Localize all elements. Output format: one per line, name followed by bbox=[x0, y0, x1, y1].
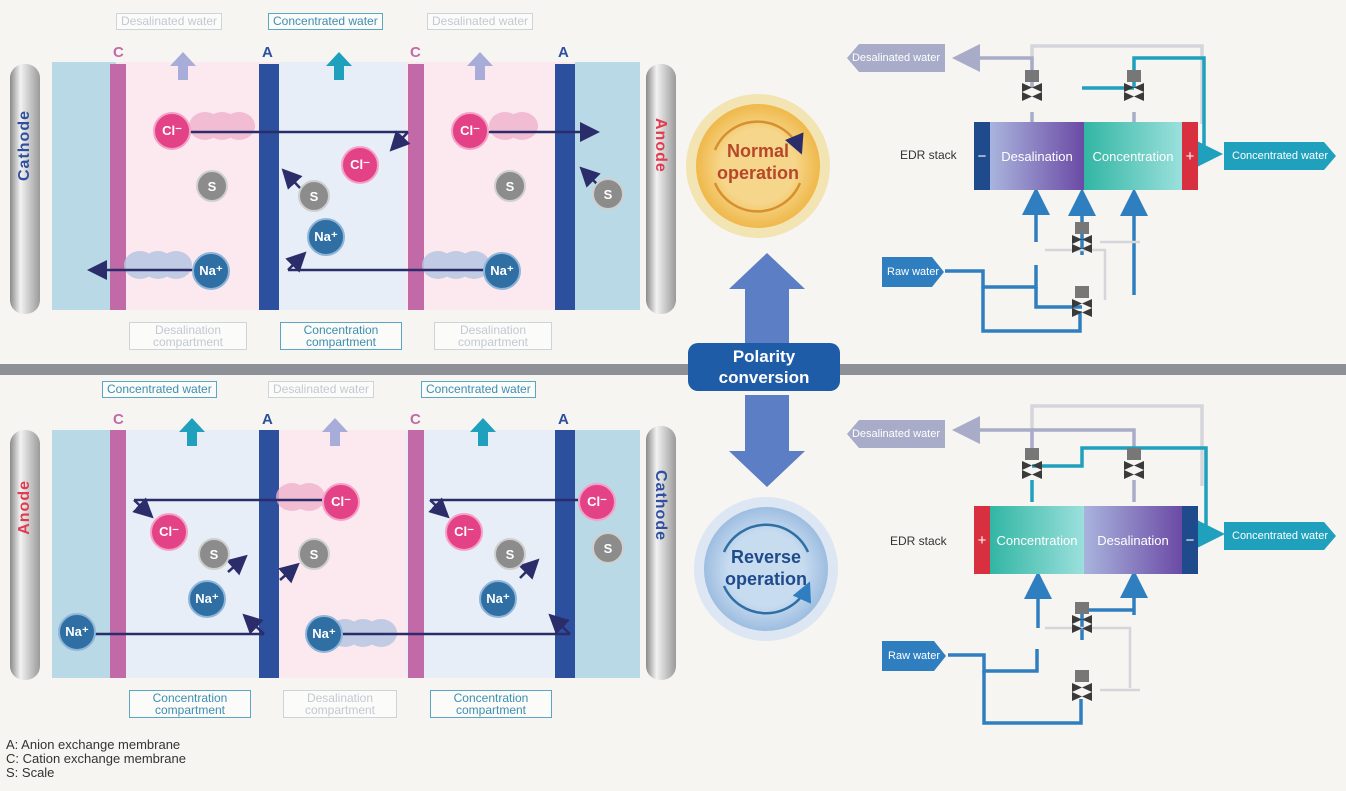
top-electrode-left: Cathode bbox=[16, 110, 33, 181]
ion-na: Na⁺ bbox=[479, 580, 517, 618]
top-membrane-a2: A bbox=[558, 44, 569, 61]
schematic-bottom-sign-left: + bbox=[977, 531, 987, 549]
schematic-bottom-raw-water: Raw water bbox=[882, 641, 946, 671]
polarity-conversion-label: Polarity conversion bbox=[718, 347, 810, 387]
bottom-membrane-c2: C bbox=[410, 411, 421, 428]
schematic-bottom-stack-label: EDR stack bbox=[890, 534, 947, 548]
top-compartment-2: Concentration compartment bbox=[280, 322, 402, 350]
ion-scale: S bbox=[592, 178, 624, 210]
schematic-top-sign-left: − bbox=[977, 147, 987, 165]
legend: A: Anion exchange membrane C: Cation exc… bbox=[6, 738, 186, 780]
bottom-compartment-1: Concentration compartment bbox=[129, 690, 251, 718]
bottom-membrane-a2: A bbox=[558, 411, 569, 428]
top-outlet-label-2: Concentrated water bbox=[268, 13, 383, 30]
normal-operation-label: Normal operation bbox=[716, 141, 799, 183]
top-membrane-c2: C bbox=[410, 44, 421, 61]
reverse-operation-label: Reverse operation bbox=[724, 547, 807, 589]
ion-cl: Cl⁻ bbox=[322, 483, 360, 521]
schematic-top-segment-desalination: Desalination bbox=[1001, 148, 1073, 164]
ion-scale: S bbox=[298, 180, 330, 212]
ion-scale: S bbox=[298, 538, 330, 570]
legend-anion: A: Anion exchange membrane bbox=[6, 737, 181, 752]
schematic-bottom-segment-concentration: Concentration bbox=[996, 532, 1078, 548]
ion-cl: Cl⁻ bbox=[578, 483, 616, 521]
ion-scale: S bbox=[196, 170, 228, 202]
bottom-electrode-left: Anode bbox=[16, 480, 33, 535]
valve-icon bbox=[1022, 70, 1042, 101]
ion-cl: Cl⁻ bbox=[150, 513, 188, 551]
top-compartment-3: Desalination compartment bbox=[434, 322, 552, 350]
bottom-compartment-2: Desalination compartment bbox=[283, 690, 397, 718]
schematic-top-concentrated-outlet: Concentrated water bbox=[1224, 142, 1336, 170]
schematic-bottom-desalinated-outlet: Desalinated water bbox=[847, 420, 945, 448]
top-outlet-label-1: Desalinated water bbox=[116, 13, 223, 30]
top-electrode-right: Anode bbox=[652, 118, 669, 173]
top-outlet-label-3: Desalinated water bbox=[427, 13, 534, 30]
top-membrane-a1: A bbox=[262, 44, 273, 61]
bottom-compartment-3: Concentration compartment bbox=[430, 690, 552, 718]
ion-na: Na⁺ bbox=[192, 252, 230, 290]
schematic-top-raw-water: Raw water bbox=[882, 257, 944, 287]
legend-scale: S: Scale bbox=[6, 765, 55, 780]
ion-cl: Cl⁻ bbox=[445, 513, 483, 551]
bottom-membrane-c1: C bbox=[113, 411, 124, 428]
bottom-outlet-label-2: Desalinated water bbox=[268, 381, 375, 398]
ion-na: Na⁺ bbox=[58, 613, 96, 651]
ion-cl: Cl⁻ bbox=[153, 112, 191, 150]
ion-scale: S bbox=[494, 538, 526, 570]
top-compartment-1: Desalination compartment bbox=[129, 322, 247, 350]
schematic-top-stack-label: EDR stack bbox=[900, 148, 957, 162]
ion-na: Na⁺ bbox=[483, 252, 521, 290]
ion-na: Na⁺ bbox=[307, 218, 345, 256]
schematic-bottom-segment-desalination: Desalination bbox=[1097, 532, 1169, 548]
schematic-bottom-sign-right: − bbox=[1185, 531, 1195, 549]
ion-scale: S bbox=[198, 538, 230, 570]
schematic-top-desalinated-outlet: Desalinated water bbox=[847, 44, 945, 72]
ion-cl: Cl⁻ bbox=[451, 112, 489, 150]
ion-cl: Cl⁻ bbox=[341, 146, 379, 184]
ion-scale: S bbox=[494, 170, 526, 202]
schematic-bottom-concentrated-outlet: Concentrated water bbox=[1224, 522, 1336, 550]
bottom-membrane-a1: A bbox=[262, 411, 273, 428]
ion-scale: S bbox=[592, 532, 624, 564]
ion-na: Na⁺ bbox=[305, 615, 343, 653]
schematic-top-segment-concentration: Concentration bbox=[1092, 148, 1174, 164]
schematic-top-sign-right: + bbox=[1185, 147, 1195, 165]
bottom-outlet-label-1: Concentrated water bbox=[102, 381, 217, 398]
bottom-outlet-label-3: Concentrated water bbox=[421, 381, 536, 398]
legend-cation: C: Cation exchange membrane bbox=[6, 751, 186, 766]
ion-na: Na⁺ bbox=[188, 580, 226, 618]
top-membrane-c1: C bbox=[113, 44, 124, 61]
bottom-electrode-right: Cathode bbox=[652, 470, 669, 541]
